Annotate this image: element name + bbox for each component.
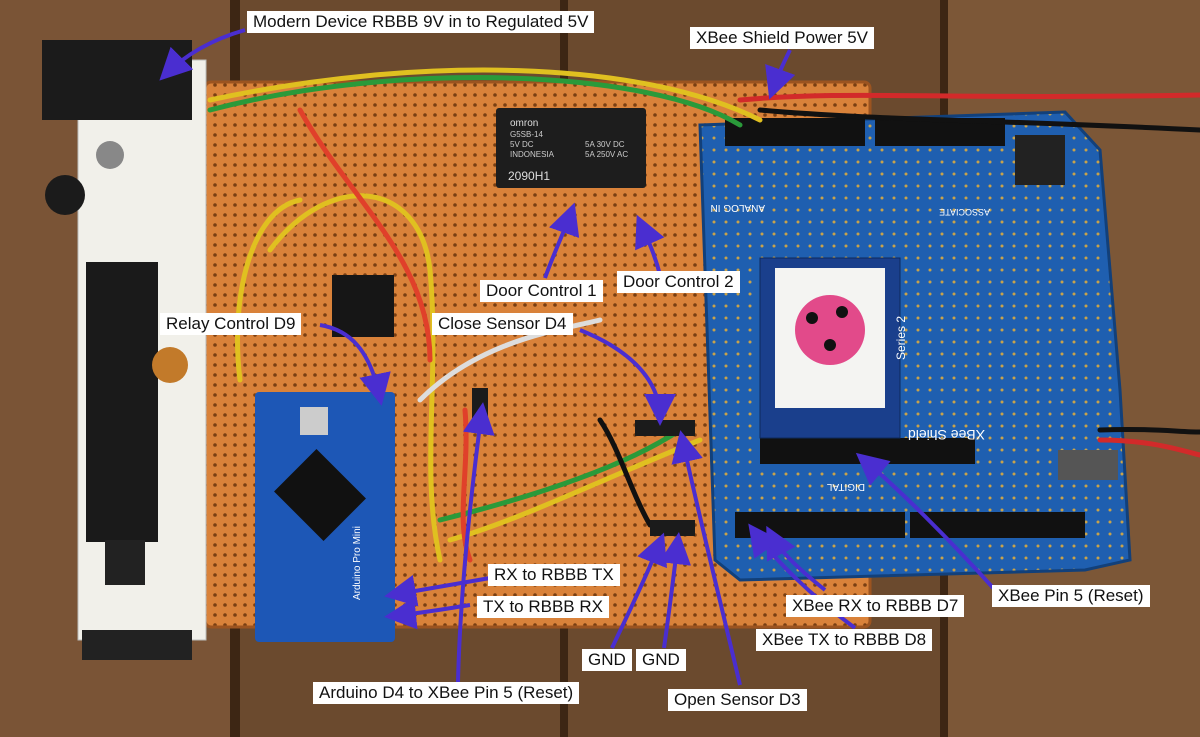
xbee-shield: Series 2 XBee Shield ANALOG IN DIGITAL A… (698, 110, 1132, 582)
omron-relay: omron G5SB-14 5V DC INDONESIA 5A 30V DC … (496, 108, 646, 188)
label-xbee-tx-to-rbbb: XBee TX to RBBB D8 (756, 629, 933, 651)
ic-chip (332, 275, 394, 337)
relay-model: G5SB-14 (510, 130, 543, 139)
shield-digital: DIGITAL (826, 481, 865, 492)
shield-name: XBee Shield (908, 427, 985, 443)
relay-rating-1: 5A 30V DC (585, 140, 625, 149)
close-sensor-header (635, 420, 695, 436)
label-xbee-rx-to-rbbb: XBee RX to RBBB D7 (786, 595, 965, 617)
relay-code: 2090H1 (508, 169, 550, 183)
rbbb-board (42, 40, 207, 660)
label-gnd-2: GND (636, 649, 686, 671)
label-rbbb-power: Modern Device RBBB 9V in to Regulated 5V (247, 11, 595, 33)
label-gnd-1: GND (582, 649, 632, 671)
open-sensor-header (650, 520, 695, 536)
label-arduino-d4-to-xbee: Arduino D4 to XBee Pin 5 (Reset) (313, 682, 580, 704)
relay-brand: omron (510, 118, 538, 129)
xbee-series: Series 2 (894, 316, 908, 360)
label-door-control-1: Door Control 1 (480, 280, 603, 302)
relay-rating-2: 5A 250V AC (585, 150, 628, 159)
shield-analog: ANALOG IN (711, 202, 765, 213)
label-close-sensor: Close Sensor D4 (432, 313, 573, 335)
label-relay-control: Relay Control D9 (160, 313, 302, 335)
relay-coil: 5V DC (510, 140, 534, 149)
label-xbee-pin5-reset: XBee Pin 5 (Reset) (992, 585, 1150, 607)
label-xbee-shield-power: XBee Shield Power 5V (690, 27, 874, 49)
arduino-name: Arduino Pro Mini (352, 526, 363, 600)
label-tx-to-rbbb-rx: TX to RBBB RX (477, 596, 609, 618)
arduino-pro-mini: Arduino Pro Mini (255, 392, 395, 642)
annotation-arrows (159, 28, 997, 686)
relay-origin: INDONESIA (510, 150, 555, 159)
label-open-sensor: Open Sensor D3 (668, 689, 807, 711)
label-rx-to-rbbb-tx: RX to RBBB TX (488, 564, 620, 586)
shield-associate: ASSOCIATE (939, 207, 990, 217)
label-door-control-2: Door Control 2 (617, 271, 740, 293)
